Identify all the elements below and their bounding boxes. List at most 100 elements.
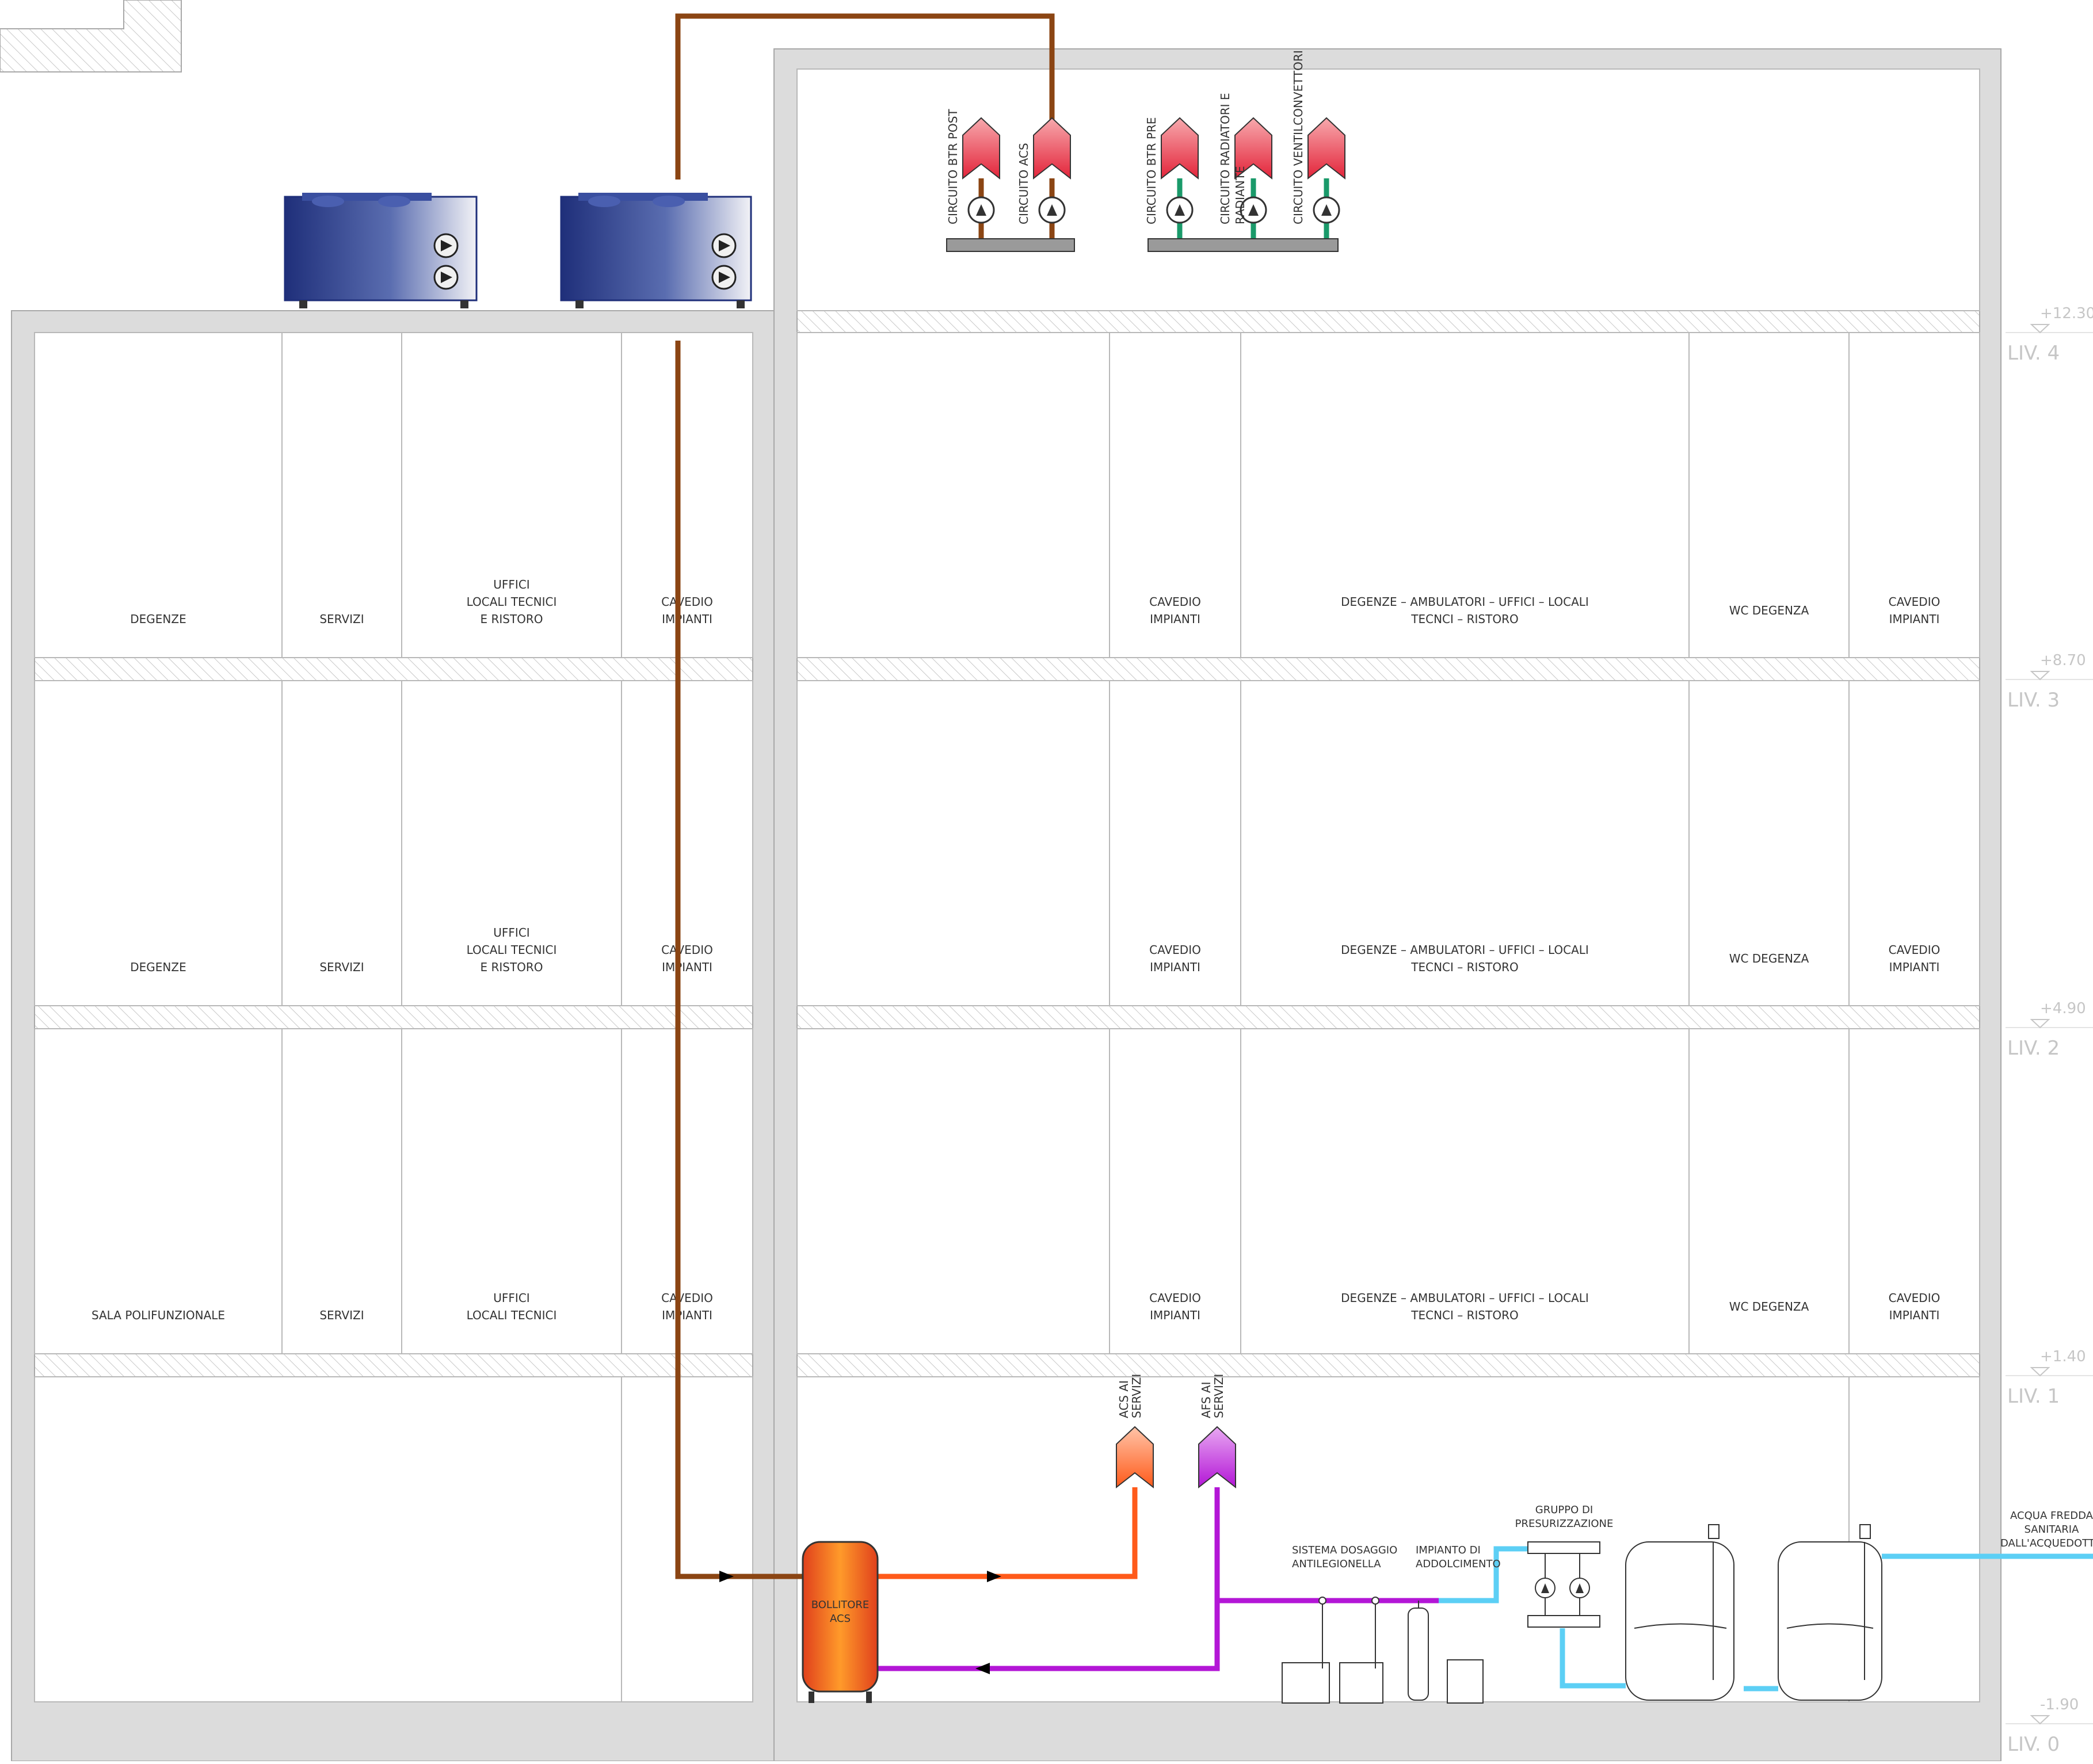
circuit-label: CIRCUITO BTR PRE [1145,117,1158,224]
circuit-arrow-icon [962,117,1000,180]
room [1688,332,1850,658]
room [34,1376,622,1702]
room-label: SERVIZI [319,612,364,626]
room [1240,1028,1690,1354]
level-elevation: -1.90 [2040,1696,2079,1713]
room-label: WC DEGENZA [1729,1300,1809,1314]
afs-flow-arrow-icon [975,1663,990,1674]
level-name: LIV. 1 [2007,1385,2060,1408]
circuit-arrow-icon [1307,117,1345,180]
floor-slab [796,1353,1980,1377]
room-label: SERVIZI [319,960,364,974]
room [1109,332,1241,658]
heat-pump-unit-2 [560,193,752,308]
afs-outlet: AFS AISERVIZI [1198,1374,1236,1489]
level-elevation: +4.90 [2040,1000,2086,1017]
level-triangle-icon [2030,1715,2050,1725]
room [1688,1028,1850,1354]
level-name: LIV. 0 [2007,1733,2060,1756]
acs-flow-arrow-icon [987,1571,1001,1582]
room [34,680,283,1006]
room-label: DEGENZE [130,960,186,974]
adjacent-building-fragment [0,0,182,72]
level-name: LIV. 4 [2007,342,2060,365]
circuit-arrow-icon [1234,117,1272,180]
collector-bar-right [1147,238,1339,252]
room-label: DEGENZE [130,612,186,626]
floor-slab [796,310,1980,334]
circuit-arrow-icon [1033,117,1071,180]
room-label: WC DEGENZA [1729,952,1809,965]
room [1109,1028,1241,1354]
level-triangle-icon [2030,1019,2050,1029]
room [1848,332,1980,658]
level-name: LIV. 3 [2007,689,2060,712]
pressurization-group [1527,1541,1600,1628]
room [34,332,283,658]
storage-tank-2 [1778,1524,1882,1701]
circuit: CIRCUITO BTR POST [946,109,1000,239]
water-softener [1408,1601,1484,1704]
storage-tank-1 [1625,1524,1734,1701]
circuit-arrow-icon [1161,117,1199,180]
acs-arrow-icon [1116,1426,1154,1489]
room [1240,680,1690,1006]
acs-outlet-label: ACS AISERVIZI [1117,1374,1143,1418]
level-triangle-icon [2030,671,2050,681]
circuit: CIRCUITO VENTILCONVETTORI [1291,50,1345,239]
afs-outlet-label: AFS AISERVIZI [1199,1374,1226,1418]
room [401,332,622,658]
room-label: WC DEGENZA [1729,604,1809,617]
btr-pipe [675,13,1055,1579]
room [401,1028,622,1354]
acs-pipe [878,1487,1138,1579]
room [796,1028,1110,1354]
floor-slab [34,657,753,681]
room [281,1028,402,1354]
room [1240,332,1690,658]
room [621,1028,753,1354]
dosing-system [1282,1597,1383,1704]
heat-pump-unit-1 [284,193,478,308]
circuit: CIRCUITO ACS [1017,117,1071,239]
level-elevation: +12.30 [2040,305,2093,322]
room [796,680,1110,1006]
room [621,1376,753,1702]
level-elevation: +1.40 [2040,1348,2086,1365]
room-label: SALA POLIFUNZIONALE [92,1308,225,1322]
room [401,680,622,1006]
room [621,332,753,658]
water-supply-pipe [1439,1546,2093,1692]
circuit-group: CIRCUITO BTR POST CIRCUITO ACS CIRCUITO BT… [946,50,1345,239]
btr-flow-arrow-icon [719,1571,734,1582]
room-label: SERVIZI [319,1308,364,1322]
floor-slab [796,1005,1980,1029]
circuit-label: CIRCUITO BTR POST [946,109,960,224]
circuit: CIRCUITO BTR PRE [1145,117,1199,239]
room [34,1028,283,1354]
circuit-label: CIRCUITO RADIATORI E [1218,93,1232,224]
level-name: LIV. 2 [2007,1037,2060,1060]
room [621,680,753,1006]
level-triangle-icon [2030,1367,2050,1377]
room [1688,680,1850,1006]
